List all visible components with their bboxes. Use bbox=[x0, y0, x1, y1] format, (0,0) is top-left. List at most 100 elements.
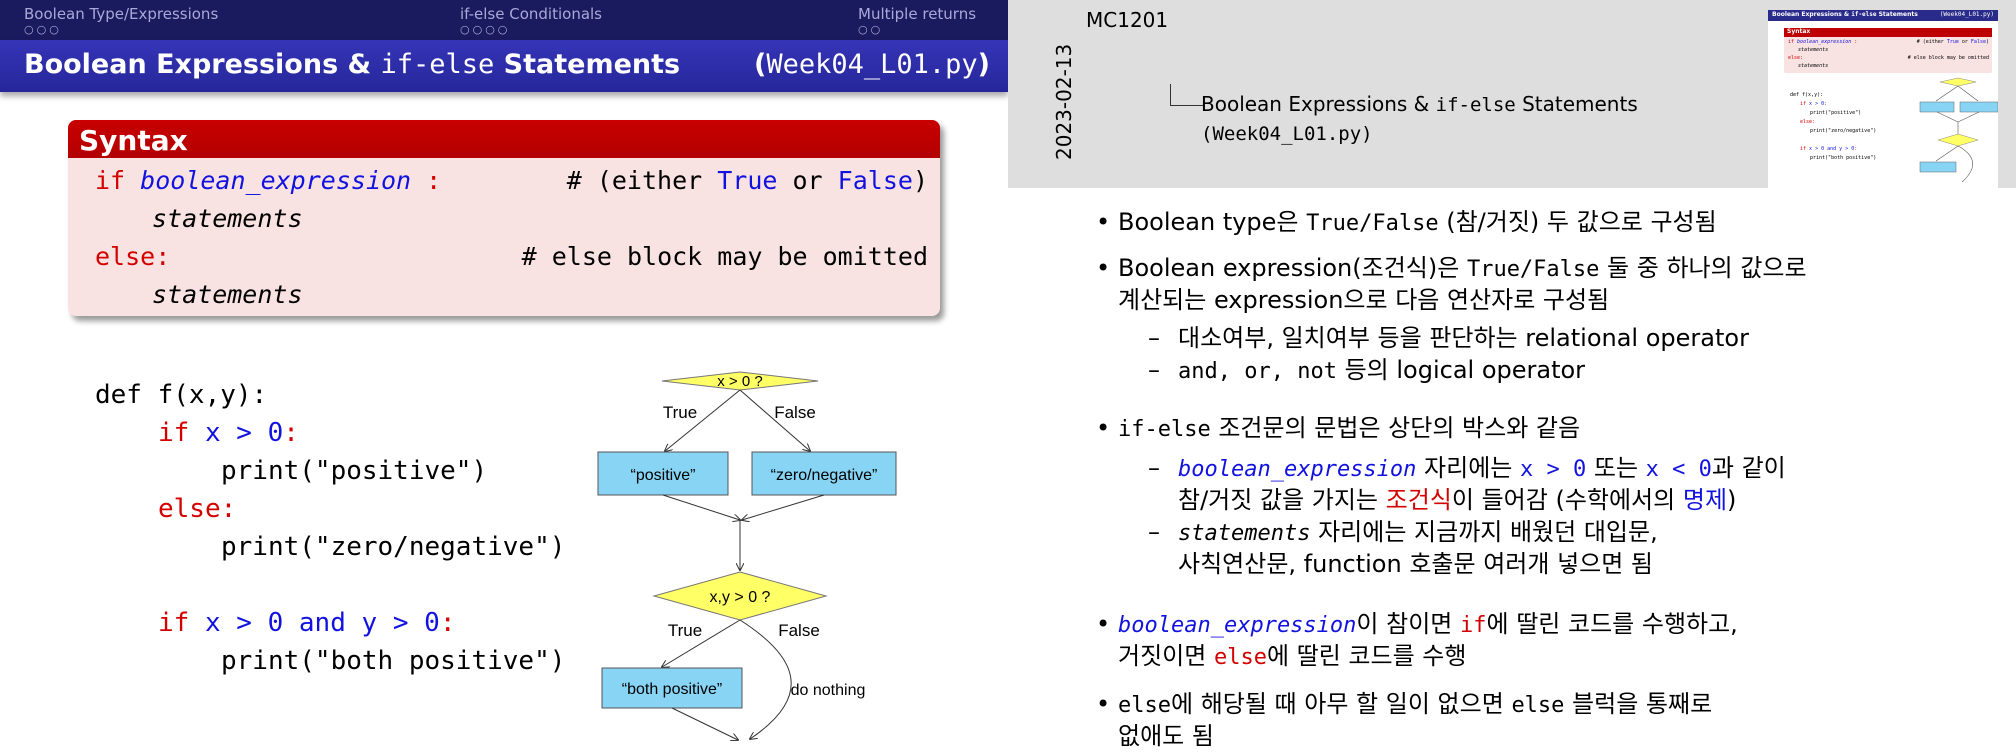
thumb-else: else: bbox=[1800, 119, 1816, 125]
bullet-text-continued: 계산되는 expression으로 다음 연산자로 구성됨 bbox=[1118, 286, 1610, 314]
file-paren-close: ) bbox=[977, 49, 990, 80]
thumb-c: ) bbox=[1985, 39, 1989, 45]
zero-negative-box-label: “zero/negative” bbox=[771, 467, 878, 484]
slide-thumbnail[interactable]: Boolean Expressions & if-else Statements… bbox=[1768, 10, 1998, 188]
sub-bullet-relational: – 대소여부, 일치여부 등을 판단하는 relational operator bbox=[1148, 322, 1749, 354]
syntax-else-keyword: else: bbox=[95, 242, 171, 271]
syntax-heading: Syntax bbox=[68, 120, 940, 158]
thumb-cond: y > 0 bbox=[1839, 146, 1855, 152]
nav-section-boolean-type[interactable]: Boolean Type/Expressions bbox=[24, 5, 219, 23]
sub-bullet-text: 참/거짓 값을 가지는 bbox=[1178, 486, 1386, 514]
sub-bullet-text: 이 들어감 (수학에서의 bbox=[1451, 486, 1683, 514]
bullet-boolean-type: • Boolean type은 True/False (참/거짓) 두 값으로 … bbox=[1096, 206, 1717, 240]
bullet-expr: boolean_expression bbox=[1118, 613, 1357, 638]
thumb-arrow bbox=[1957, 111, 1980, 123]
bullet-dot: • bbox=[1096, 610, 1111, 638]
thumb-arrow bbox=[1935, 85, 1959, 102]
slide-title-bar: Boolean Expressions & if-else Statements… bbox=[0, 40, 1008, 92]
thumb-box bbox=[1959, 101, 1998, 113]
breadcrumb-if-else: if-else bbox=[1435, 94, 1516, 116]
sub-bullet-continued: 참/거짓 값을 가지는 조건식이 들어감 (수학에서의 명제) bbox=[1178, 484, 1736, 516]
course-code: MC1201 bbox=[1086, 8, 1169, 32]
sub-bullet-text: 대소여부, 일치여부 등을 판단하는 relational operator bbox=[1178, 324, 1749, 352]
syntax-boolean-expression: boolean_expression bbox=[140, 166, 412, 195]
syntax-if-line: if boolean_expression : bbox=[95, 166, 441, 195]
bullet-text-continued: 없애도 됨 bbox=[1118, 722, 1214, 750]
thumbnail-syntax-heading: Syntax bbox=[1784, 28, 1992, 37]
sub-bullet-statements: – statements 자리에는 지금까지 배웠던 대입문, bbox=[1148, 516, 1658, 550]
notes-page: MC1201 2023-02-13 Boolean Expressions & … bbox=[1008, 0, 2016, 756]
notes-header: MC1201 2023-02-13 Boolean Expressions & … bbox=[1008, 0, 2016, 188]
flowchart: x > 0 ? True False “positive” “zero/nega… bbox=[597, 371, 897, 756]
zero-negative-box bbox=[751, 451, 897, 496]
thumb-colon: : bbox=[1854, 146, 1858, 152]
thumb-print: print("both positive") bbox=[1810, 155, 1877, 161]
thumb-statements: statements bbox=[1798, 63, 1829, 69]
bullet-text: 에 딸린 코드를 수행하고, bbox=[1486, 610, 1738, 638]
sub-bullet-highlight: 명제 bbox=[1682, 486, 1728, 514]
thumb-colon: : bbox=[1854, 39, 1858, 45]
flow-arrow bbox=[662, 494, 740, 520]
bullet-mono: else bbox=[1118, 693, 1171, 718]
slide: Boolean Type/Expressions ○○○ if-else Con… bbox=[0, 0, 1008, 756]
thumb-def: def f(x,y): bbox=[1790, 92, 1824, 98]
true-label-2: True bbox=[668, 621, 702, 640]
thumb-comment-2: # else block may be omitted bbox=[1907, 55, 1989, 61]
thumb-statements: statements bbox=[1798, 47, 1829, 53]
flow-arrow bbox=[662, 619, 741, 667]
bullet-dot: • bbox=[1096, 254, 1111, 282]
thumb-true: True bbox=[1946, 39, 1959, 45]
nav-section-multiple-returns[interactable]: Multiple returns bbox=[858, 5, 977, 23]
thumb-diamond bbox=[1937, 133, 1979, 147]
nav-dots-3[interactable]: ○○ bbox=[858, 23, 884, 36]
thumb-arrow bbox=[1957, 145, 1973, 183]
sub-bullet-continued: 사칙연산문, function 호출문 여러개 넣으면 됨 bbox=[1178, 550, 1654, 578]
decision-2-label: x,y > 0 ? bbox=[710, 589, 771, 606]
sub-bullet-mono: and, or, not bbox=[1178, 359, 1337, 384]
bullet-dot: • bbox=[1096, 414, 1111, 442]
thumb-box bbox=[1919, 101, 1955, 113]
thumb-print: print("positive") bbox=[1810, 110, 1862, 116]
bullet-text: 조건문의 문법은 상단의 박스와 같음 bbox=[1210, 414, 1581, 442]
thumb-arrow bbox=[1935, 145, 1959, 162]
thumb-cond: x > 0 bbox=[1809, 101, 1825, 107]
title-if-else: if-else bbox=[380, 49, 495, 80]
syntax-statements-1: statements bbox=[152, 204, 303, 233]
syntax-block: Syntax if boolean_expression : # (either… bbox=[68, 120, 940, 316]
sub-bullet-text: 또는 bbox=[1586, 454, 1646, 482]
sub-bullet-highlight: 조건식 bbox=[1385, 486, 1452, 514]
thumbnail-flowchart bbox=[1919, 77, 1998, 183]
title-text-1: Boolean Expressions & bbox=[24, 49, 381, 80]
sub-bullet-expr: boolean_expression bbox=[1178, 457, 1417, 482]
thumb-arrow bbox=[1957, 85, 1979, 102]
bullet-keyword: if bbox=[1460, 613, 1487, 638]
thumb-c: or bbox=[1958, 39, 1971, 45]
nav-dots-1[interactable]: ○○○ bbox=[24, 23, 62, 36]
bullet-mono: else bbox=[1511, 693, 1565, 718]
thumb-c: # (either bbox=[1916, 39, 1947, 45]
bullet-text: Boolean expression(조건식)은 bbox=[1118, 254, 1467, 282]
syntax-comment-1: # (either True or False) bbox=[567, 166, 928, 195]
bullet-keyword: else bbox=[1213, 645, 1267, 670]
comment-text: or bbox=[777, 166, 838, 195]
nav-section-if-else[interactable]: if-else Conditionals bbox=[460, 5, 603, 23]
thumbnail-file: (Week04_L01.py) bbox=[1939, 11, 1994, 18]
sub-bullet-dash: – bbox=[1148, 454, 1160, 482]
bullet-mono: if-else bbox=[1118, 417, 1211, 442]
flow-arrow bbox=[665, 389, 741, 451]
thumb-expr: boolean_expression bbox=[1797, 39, 1852, 45]
thumb-if: if bbox=[1800, 146, 1807, 152]
flow-arrow bbox=[739, 619, 792, 739]
flow-arrow bbox=[671, 707, 738, 740]
bullet-text-continued: 거짓이면 else에 딸린 코드를 수행 bbox=[1118, 640, 1466, 674]
sub-bullet-text: 자리에는 지금까지 배웠던 대입문, bbox=[1310, 518, 1658, 546]
thumb-arrow bbox=[1936, 111, 1959, 123]
code-def-line: def f(x,y): bbox=[95, 380, 268, 410]
true-label-1: True bbox=[663, 403, 697, 422]
both-positive-box bbox=[601, 667, 743, 709]
title-text-2: Statements bbox=[494, 49, 681, 80]
code-print-both-positive: print("both positive") bbox=[221, 646, 566, 676]
thumbnail-title-bar: Boolean Expressions & if-else Statements… bbox=[1768, 10, 1998, 21]
nav-dots-2[interactable]: ○○○○ bbox=[460, 23, 511, 36]
code-if-2: if x > 0 and y > 0: bbox=[158, 608, 455, 638]
